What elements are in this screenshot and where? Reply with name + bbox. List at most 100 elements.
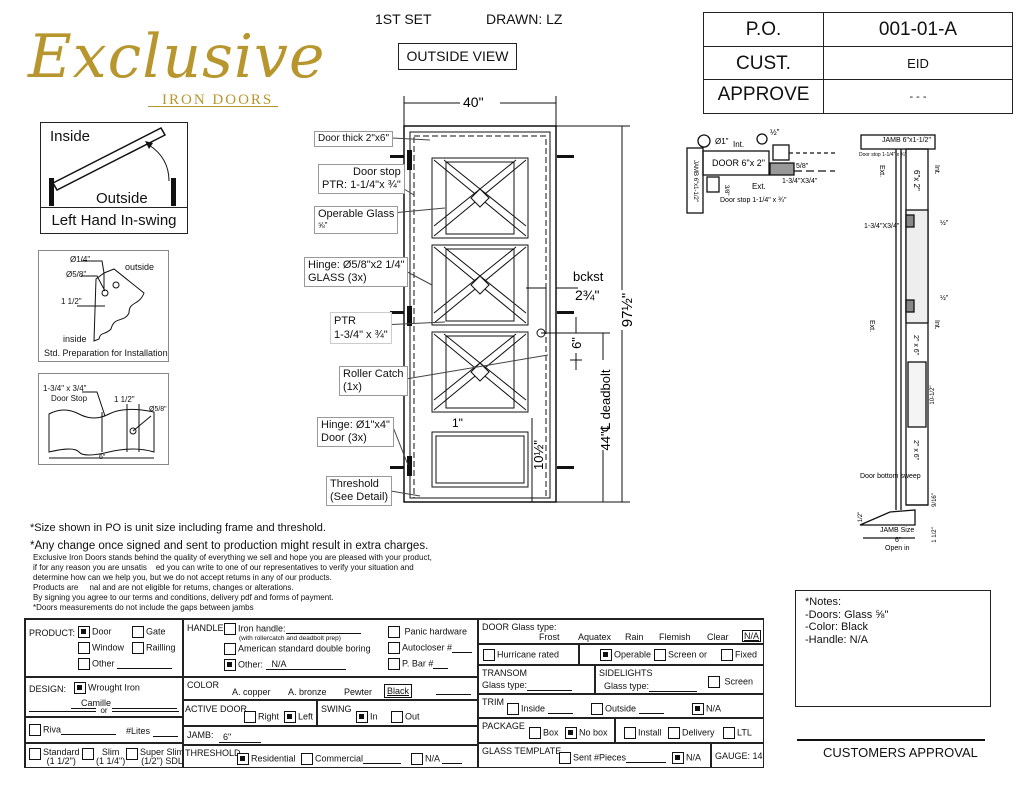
checkbox[interactable]: [356, 711, 368, 723]
prep-panel: Ø1/4" Ø5/8" 1 1/2" outside inside Std. P…: [38, 250, 169, 362]
package-install[interactable]: Install: [624, 727, 662, 739]
checkbox[interactable]: [483, 649, 495, 661]
trim-outside[interactable]: Outside: [591, 703, 664, 715]
checkbox[interactable]: [224, 623, 236, 635]
checkbox[interactable]: [224, 643, 236, 655]
handle-autocloser[interactable]: Autocloser #: [388, 642, 473, 654]
terms: *Size shown in PO is unit size including…: [30, 522, 432, 613]
checkbox[interactable]: [244, 711, 256, 723]
option-label: Right: [258, 711, 280, 722]
package-ltl[interactable]: LTL: [723, 727, 752, 739]
or-divider: or: [26, 706, 182, 715]
product-window[interactable]: Window: [78, 642, 124, 654]
design-name[interactable]: Camille: [71, 698, 177, 709]
product-door[interactable]: Door: [78, 626, 112, 638]
transom-glass[interactable]: Glass type:: [482, 680, 573, 691]
color-option[interactable]: Pewter: [344, 687, 373, 697]
checkbox[interactable]: [600, 649, 612, 661]
checkbox[interactable]: [624, 727, 636, 739]
backset-label: bckst: [573, 269, 604, 284]
checkbox[interactable]: [565, 727, 577, 739]
checkbox[interactable]: [668, 727, 680, 739]
checkbox[interactable]: [301, 753, 313, 765]
checkbox[interactable]: [74, 682, 86, 694]
glass-option[interactable]: Rain: [625, 632, 644, 642]
checkbox[interactable]: [132, 642, 144, 654]
handle-panic[interactable]: Panic hardware: [388, 626, 467, 638]
checkbox[interactable]: [723, 727, 735, 739]
handle-pbar[interactable]: P. Bar #: [388, 658, 449, 670]
profile-super-slim[interactable]: Super Slim(1/2") SDL: [126, 748, 184, 766]
checkbox[interactable]: [388, 658, 400, 670]
active-right[interactable]: Right: [244, 711, 279, 723]
checkbox[interactable]: [391, 711, 403, 723]
checkbox[interactable]: [708, 676, 720, 688]
glass-screen[interactable]: Screen or: [654, 649, 707, 661]
checkbox[interactable]: [559, 752, 571, 764]
swing-out[interactable]: Out: [391, 711, 420, 723]
signature-line[interactable]: [797, 739, 985, 741]
checkbox[interactable]: [388, 626, 400, 638]
lites-field[interactable]: #Lites: [126, 726, 178, 737]
checkbox[interactable]: [672, 752, 684, 764]
color-option-selected[interactable]: Black: [384, 684, 413, 698]
threshold-na[interactable]: N/A: [411, 753, 463, 765]
checkbox[interactable]: [82, 748, 94, 760]
checkbox[interactable]: [692, 703, 704, 715]
checkbox[interactable]: [29, 724, 41, 736]
checkbox[interactable]: [224, 659, 236, 671]
glass-option[interactable]: Aquatex: [578, 632, 612, 642]
threshold-commercial[interactable]: Commercial: [301, 753, 402, 765]
checkbox[interactable]: [591, 703, 603, 715]
riva-option[interactable]: Riva: [29, 724, 117, 736]
handle-american[interactable]: American standard double boring: [224, 643, 371, 655]
handle-other[interactable]: Other: N/A: [224, 659, 346, 671]
trim-inside[interactable]: Inside: [507, 703, 573, 715]
glass-fixed[interactable]: Fixed: [721, 649, 757, 661]
handle-other-value[interactable]: N/A: [265, 659, 346, 671]
checkbox[interactable]: [78, 658, 90, 670]
checkbox[interactable]: [78, 626, 90, 638]
product-railling[interactable]: Railling: [132, 642, 176, 654]
package-nobox[interactable]: No box: [565, 727, 608, 739]
color-option[interactable]: A. bronze: [288, 687, 327, 697]
glass-option-selected[interactable]: N/A: [742, 630, 762, 642]
handle-iron[interactable]: Iron handle:: [224, 623, 361, 635]
hurricane-rated[interactable]: Hurricane rated: [483, 649, 559, 661]
sidelights-screen[interactable]: Screen: [708, 676, 753, 688]
product-gate[interactable]: Gate: [132, 626, 166, 638]
color-option[interactable]: A. copper: [232, 687, 271, 697]
template-sent[interactable]: Sent #Pieces: [559, 752, 667, 764]
checkbox[interactable]: [507, 703, 519, 715]
checkbox[interactable]: [237, 753, 249, 765]
glass-option[interactable]: Frost: [539, 632, 560, 642]
checkbox[interactable]: [29, 748, 41, 760]
product-other[interactable]: Other: [78, 658, 173, 670]
template-na[interactable]: N/A: [672, 752, 701, 764]
checkbox[interactable]: [411, 753, 423, 765]
transom-label: TRANSOM: [482, 668, 527, 678]
checkbox[interactable]: [388, 642, 400, 654]
package-box[interactable]: Box: [529, 727, 559, 739]
profile-standard[interactable]: Standard(1 1/2"): [29, 748, 80, 766]
checkbox[interactable]: [721, 649, 733, 661]
sidelights-glass[interactable]: Glass type:: [604, 681, 698, 692]
package-delivery[interactable]: Delivery: [668, 727, 715, 739]
glass-option[interactable]: Flemish: [659, 632, 691, 642]
profile-slim[interactable]: Slim(1 1/4"): [82, 748, 125, 766]
glass-operable[interactable]: Operable: [600, 649, 651, 661]
checkbox[interactable]: [132, 626, 144, 638]
threshold-residential[interactable]: Residential: [237, 753, 296, 765]
glass-pane: [445, 248, 515, 322]
checkbox[interactable]: [529, 727, 541, 739]
swing-in[interactable]: In: [356, 711, 378, 723]
trim-na[interactable]: N/A: [692, 703, 721, 715]
checkbox[interactable]: [126, 748, 138, 760]
checkbox[interactable]: [284, 711, 296, 723]
jamb-value[interactable]: 6": [219, 732, 261, 743]
checkbox[interactable]: [78, 642, 90, 654]
checkbox[interactable]: [654, 649, 666, 661]
glass-option[interactable]: Clear: [707, 632, 729, 642]
design-wrought[interactable]: Wrought Iron: [74, 682, 140, 694]
active-left[interactable]: Left: [284, 711, 313, 723]
